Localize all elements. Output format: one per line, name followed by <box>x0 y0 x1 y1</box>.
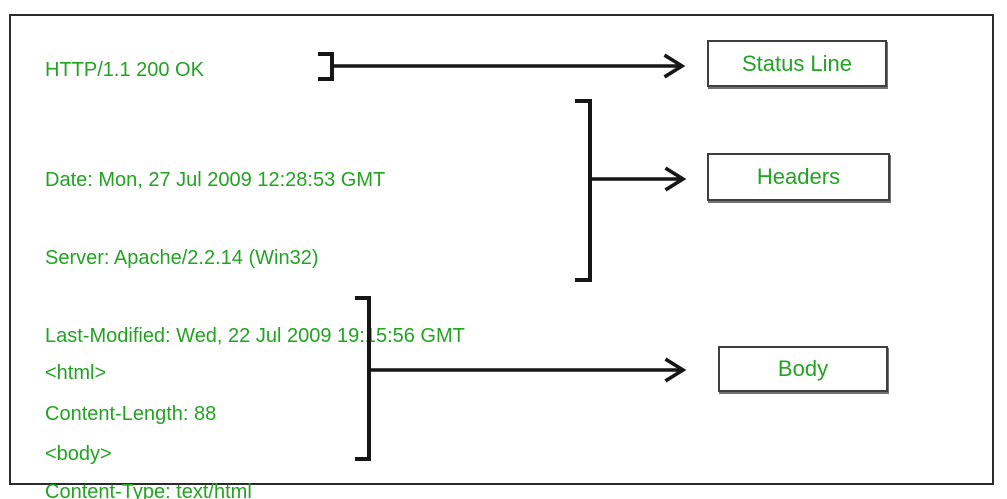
header-line-server: Server: Apache/2.2.14 (Win32) <box>45 247 319 269</box>
headers-text-block: Date: Mon, 27 Jul 2009 12:28:53 GMT Serv… <box>45 115 465 499</box>
body-text-block: <html> <body> <h1>Hello, World!</h1> </b… <box>45 306 256 499</box>
header-line-date: Date: Mon, 27 Jul 2009 12:28:53 GMT <box>45 169 386 191</box>
body-line-body-open: <body> <box>45 443 112 465</box>
headers-label-box: Headers <box>707 153 890 201</box>
headers-arrow <box>589 166 687 192</box>
status-line-arrow <box>332 53 686 79</box>
body-label-box: Body <box>718 346 888 392</box>
diagram-outer-frame <box>9 14 994 485</box>
body-line-html-open: <html> <box>45 362 107 384</box>
header-line-last-modified: Last-Modified: Wed, 22 Jul 2009 19:15:56… <box>45 325 465 347</box>
status-line-label: Status Line <box>741 50 853 76</box>
status-line-text: HTTP/1.1 200 OK <box>45 59 204 81</box>
header-line-content-length: Content-Length: 88 <box>45 403 217 425</box>
header-line-content-type: Content-Type: text/html <box>45 481 252 499</box>
status-line-bracket <box>318 52 334 81</box>
status-line-label-box: Status Line <box>707 40 887 87</box>
body-label: Body <box>777 356 829 381</box>
headers-bracket <box>575 99 592 282</box>
body-arrow <box>367 357 687 383</box>
headers-label: Headers <box>756 164 841 189</box>
body-bracket <box>355 296 371 461</box>
